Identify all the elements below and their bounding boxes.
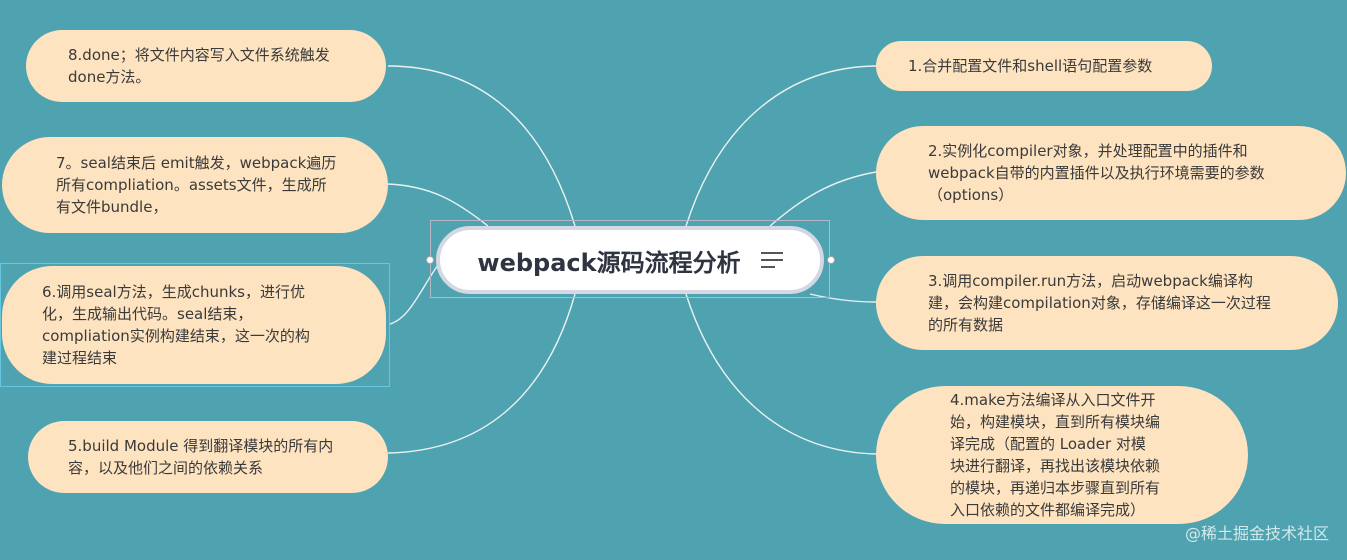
link-step-3	[809, 293, 877, 303]
node-step-3[interactable]: 3.调用compiler.run方法，启动webpack编译构建，会构建comp…	[876, 256, 1338, 350]
node-step-3-text: 3.调用compiler.run方法，启动webpack编译构建，会构建comp…	[928, 272, 1271, 334]
link-step-4	[685, 293, 877, 455]
node-step-6[interactable]: 6.调用seal方法，生成chunks，进行优化，生成输出代码。seal结束，c…	[2, 266, 386, 384]
node-step-7[interactable]: 7。seal结束后 emit触发，webpack遍历所有compliation。…	[2, 137, 388, 233]
right-handle[interactable]	[827, 256, 835, 264]
node-step-5-text: 5.build Module 得到翻译模块的所有内容，以及他们之间的依赖关系	[68, 437, 334, 477]
node-step-1[interactable]: 1.合并配置文件和shell语句配置参数	[876, 41, 1212, 91]
watermark: @稀土掘金技术社区	[1184, 524, 1329, 543]
link-step-1	[685, 65, 877, 227]
center-title: webpack源码流程分析	[477, 248, 741, 277]
selection-frame	[0, 263, 390, 387]
node-step-8-text: 8.done；将文件内容写入文件系统触发done方法。	[68, 46, 330, 86]
link-step-8	[387, 65, 576, 227]
node-step-1-text: 1.合并配置文件和shell语句配置参数	[908, 57, 1153, 75]
menu-lines-icon[interactable]	[760, 252, 783, 268]
node-step-2[interactable]: 2.实例化compiler对象，并处理配置中的插件和webpack自带的内置插件…	[876, 126, 1346, 220]
link-step-6	[389, 261, 441, 325]
center-node[interactable]: webpack源码流程分析	[436, 226, 824, 294]
node-step-2-text: 2.实例化compiler对象，并处理配置中的插件和webpack自带的内置插件…	[928, 142, 1265, 204]
node-step-8[interactable]: 8.done；将文件内容写入文件系统触发done方法。	[26, 30, 386, 102]
link-step-7	[387, 183, 489, 227]
link-step-2	[769, 171, 877, 227]
node-step-6-text: 6.调用seal方法，生成chunks，进行优化，生成输出代码。seal结束，c…	[42, 283, 310, 367]
link-step-5	[387, 293, 576, 454]
node-step-7-text: 7。seal结束后 emit触发，webpack遍历所有compliation。…	[56, 154, 337, 216]
node-step-5[interactable]: 5.build Module 得到翻译模块的所有内容，以及他们之间的依赖关系	[28, 421, 388, 493]
node-step-4-text: 4.make方法编译从入口文件开始，构建模块，直到所有模块编译完成（配置的 Lo…	[950, 391, 1161, 519]
node-step-4[interactable]: 4.make方法编译从入口文件开始，构建模块，直到所有模块编译完成（配置的 Lo…	[876, 386, 1248, 524]
left-handle[interactable]	[426, 256, 434, 264]
